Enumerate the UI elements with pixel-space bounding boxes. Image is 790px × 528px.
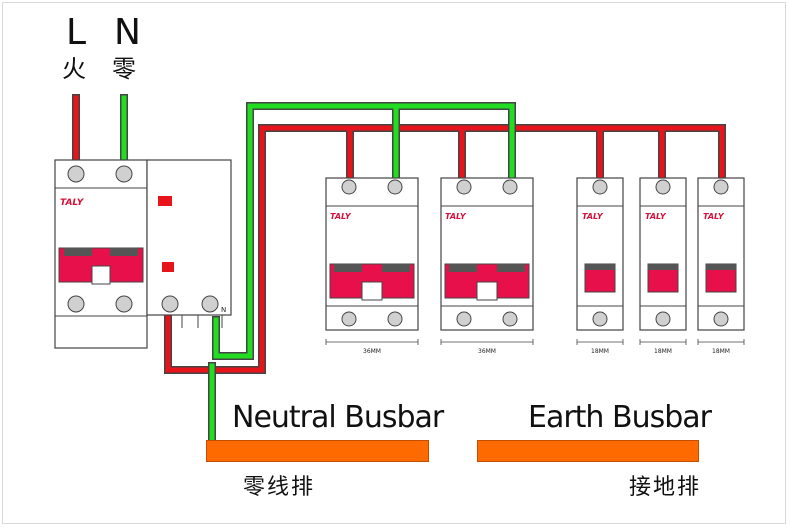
brand-logo: TALY [582, 212, 604, 221]
terminal-screw [387, 311, 403, 327]
terminal-screw [67, 295, 85, 313]
breaker-width-label: 18MM [654, 348, 672, 355]
terminal-screw [456, 179, 472, 195]
live-supply-label: L [66, 12, 87, 53]
neutral-supply-cn-label: 零 [112, 55, 136, 83]
breaker-width-label: 18MM [712, 348, 730, 355]
circuit-breaker: TALY 18MM [576, 177, 624, 355]
terminal-screw [341, 179, 357, 195]
brand-logo: TALY [703, 212, 725, 221]
rcd-test-button [162, 262, 174, 272]
terminal-screw [592, 179, 608, 195]
terminal-screw [713, 179, 729, 195]
rcd-module: N [146, 159, 232, 328]
breaker-row: TALY 36MM TALY 36MM TALY 18MM TALY 18MM TALY 18MM [325, 177, 745, 355]
earth-busbar [477, 440, 699, 462]
terminal-screw [655, 311, 671, 327]
terminal-screw [713, 311, 729, 327]
terminal-screw [201, 295, 219, 313]
breaker-width-label: 18MM [591, 348, 609, 355]
live-wire [72, 94, 726, 374]
circuit-breaker: TALY 36MM [440, 177, 534, 355]
terminal-screw [115, 295, 133, 313]
terminal-screw [67, 165, 85, 183]
neutral-busbar [206, 440, 429, 462]
terminal-screw [592, 311, 608, 327]
terminal-screw [502, 311, 518, 327]
circuit-breaker: TALY 36MM [325, 177, 419, 355]
live-supply-cn-label: 火 [62, 55, 86, 83]
terminal-screw [456, 311, 472, 327]
brand-logo: TALY [330, 212, 352, 221]
terminal-screw [502, 179, 518, 195]
neutral-busbar-title: Neutral Busbar [232, 400, 444, 435]
breaker-width-label: 36MM [478, 348, 496, 355]
terminal-screw [115, 165, 133, 183]
neutral-supply-label: N [114, 12, 141, 53]
breaker-width-label: 36MM [363, 348, 381, 355]
circuit-breaker: TALY 18MM [697, 177, 745, 355]
rcd-indicator [158, 196, 172, 206]
terminal-screw [387, 179, 403, 195]
brand-logo: TALY [445, 212, 467, 221]
rcd-neutral-label: N [221, 306, 226, 314]
earth-busbar-title: Earth Busbar [528, 400, 712, 435]
brand-logo: TALY [645, 212, 667, 221]
circuit-breaker: TALY 18MM [639, 177, 687, 355]
terminal-screw [161, 295, 179, 313]
terminal-screw [655, 179, 671, 195]
neutral-wire [120, 94, 516, 456]
brand-logo: TALY [60, 198, 85, 208]
earth-busbar-cn-label: 接地排 [629, 475, 702, 500]
neutral-busbar-cn-label: 零线排 [243, 475, 316, 500]
main-switch: TALY [54, 159, 148, 349]
terminal-screw [341, 311, 357, 327]
